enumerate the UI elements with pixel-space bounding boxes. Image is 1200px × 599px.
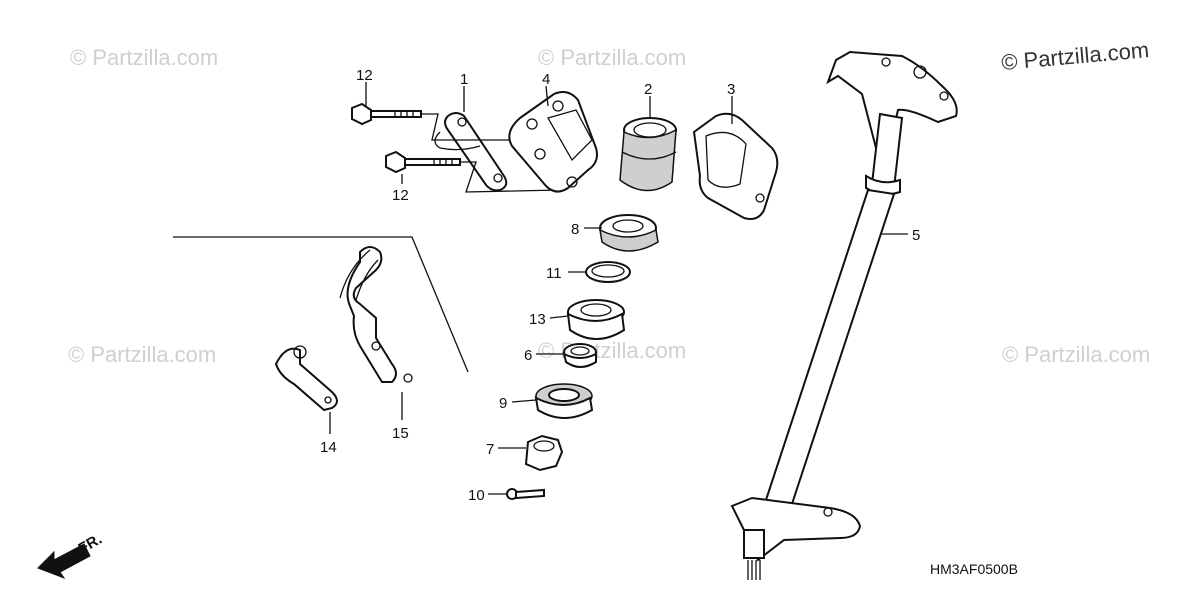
bearing-13 [566, 299, 626, 340]
subassembly-divider [173, 236, 469, 373]
holder-4 [508, 91, 598, 193]
callout-13: 13 [529, 311, 546, 328]
clamp-15 [339, 246, 413, 383]
leader-lines-upper [420, 113, 510, 141]
leader-lines-lower [460, 161, 561, 193]
bolt-12-lower [385, 150, 461, 174]
callout-6: 6 [524, 347, 532, 364]
bushing-2 [619, 117, 677, 192]
watermark-mid-center: © Partzilla.com [538, 338, 686, 363]
front-arrow-icon [37, 543, 91, 580]
callout-1: 1 [460, 71, 468, 88]
callout-9: 9 [499, 395, 507, 412]
callout-15: 15 [392, 425, 409, 442]
oil-seal-8 [599, 214, 659, 252]
circlip-11 [585, 261, 631, 283]
watermark-top-left: © Partzilla.com [70, 45, 218, 70]
nut-7 [524, 434, 564, 472]
callout-8: 8 [571, 221, 579, 238]
watermark-top-center: © Partzilla.com [538, 45, 686, 70]
callout-3: 3 [727, 81, 735, 98]
cotter-pin-10 [506, 488, 545, 500]
bolt-12-upper [351, 102, 422, 126]
watermark-mid-left: © Partzilla.com [68, 342, 216, 367]
collar-6 [562, 343, 597, 368]
callout-14: 14 [320, 439, 337, 456]
callout-2: 2 [644, 81, 652, 98]
callout-5: 5 [912, 227, 920, 244]
callout-11: 11 [546, 265, 562, 282]
callout-10: 10 [468, 487, 485, 504]
plate-1 [434, 112, 508, 192]
leader-4 [545, 85, 549, 107]
leader-13 [549, 315, 569, 319]
callout-4: 4 [542, 71, 550, 88]
diagram-code: HM3AF0500B [930, 561, 1018, 577]
dust-seal-9 [534, 383, 594, 419]
leader-9 [511, 399, 537, 403]
callout-12-lower: 12 [392, 187, 409, 204]
callout-12-upper: 12 [356, 67, 373, 84]
clamp-14 [274, 345, 338, 412]
watermark-mid-right: © Partzilla.com [1002, 342, 1150, 367]
callout-7: 7 [486, 441, 494, 458]
steering-shaft-5 [730, 50, 958, 580]
holder-3 [692, 112, 779, 220]
watermark-corner: © Partzilla.com [1000, 37, 1150, 75]
